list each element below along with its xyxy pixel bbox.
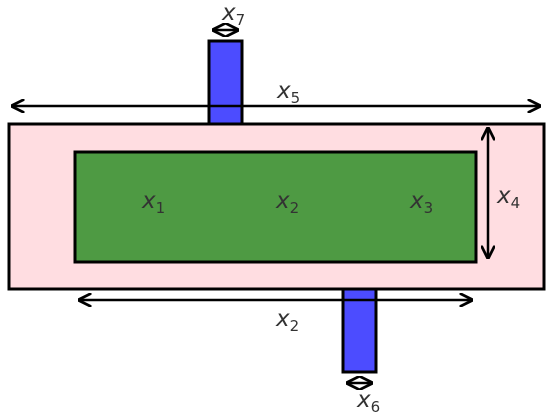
label-x2-bottom-sub: 2 — [290, 317, 300, 335]
label-x6: x6 — [356, 387, 380, 416]
label-x1-base: x — [141, 188, 156, 214]
label-x5-base: x — [276, 78, 291, 104]
label-x5-sub: 5 — [291, 89, 301, 107]
bottom-tab — [341, 287, 378, 374]
top-tab — [207, 39, 244, 126]
label-x3-base: x — [409, 188, 424, 214]
label-x6-base: x — [356, 387, 371, 413]
label-x3-sub: 3 — [424, 199, 434, 217]
label-x4: x4 — [496, 183, 520, 212]
label-x4-sub: 4 — [511, 194, 521, 212]
label-x7-base: x — [221, 0, 236, 26]
label-x4-base: x — [496, 183, 511, 209]
label-x5: x5 — [276, 78, 300, 107]
label-x6-sub: 6 — [371, 398, 381, 416]
label-x1-sub: 1 — [156, 199, 166, 217]
inner-rectangle — [73, 150, 478, 264]
label-x2-inner-base: x — [275, 188, 290, 214]
label-x3: x3 — [409, 188, 433, 217]
label-x2-inner-sub: 2 — [290, 199, 300, 217]
label-x2-bottom: x2 — [275, 306, 299, 335]
label-x1: x1 — [141, 188, 165, 217]
label-x7-sub: 7 — [236, 11, 246, 29]
label-x7: x7 — [221, 0, 245, 29]
label-x2-bottom-base: x — [275, 306, 290, 332]
label-x2-inner: x2 — [275, 188, 299, 217]
